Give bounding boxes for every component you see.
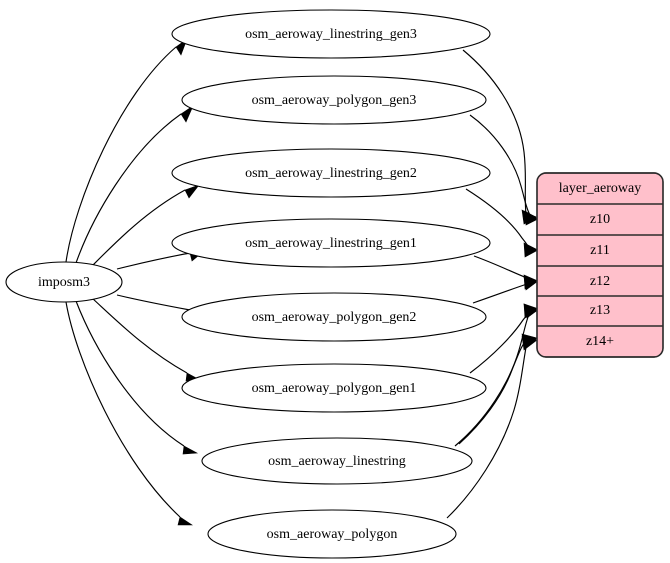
edge-imposm3-to-linestring-gen3 (65, 46, 177, 263)
edge-polygon-gen3-to-z10 (469, 114, 531, 216)
node-polygon-gen1-shape[interactable] (181, 363, 487, 413)
arrowhead-linestring-gen2-to-z11 (523, 242, 539, 258)
node-polygon[interactable]: osm_aeroway_polygon (207, 509, 457, 559)
node-polygon-gen3[interactable]: osm_aeroway_polygon_gen3 (181, 75, 487, 125)
edge-imposm3-to-linestring-gen2 (91, 189, 186, 267)
arrowhead-imposm3-to-linestring-gen2 (184, 184, 200, 199)
layer-aeroway-table[interactable]: layer_aeroway z10 z11 z12 z13 z14+ (536, 172, 664, 358)
node-linestring-gen3[interactable]: osm_aeroway_linestring_gen3 (171, 9, 491, 59)
arrowhead-imposm3-to-polygon-gen3 (180, 105, 194, 123)
edge-linestring-to-z13 (454, 311, 531, 447)
node-imposm3-shape[interactable] (5, 261, 123, 303)
edge-imposm3-to-polygon-gen1 (91, 297, 188, 374)
node-linestring-gen1-shape[interactable] (171, 218, 491, 268)
edge-polygon-gen2-to-z12 (472, 283, 528, 304)
edge-imposm3-to-polygon-gen2 (116, 294, 191, 311)
node-polygon-gen3-shape[interactable] (181, 75, 487, 125)
edge-imposm3-to-linestring (75, 300, 185, 447)
node-linestring-gen3-shape[interactable] (171, 9, 491, 59)
edges-nodes-to-table (446, 49, 540, 519)
edge-polygon-to-z14 (446, 341, 528, 519)
node-linestring-gen2-shape[interactable] (171, 148, 491, 198)
layer-aeroway-table-body[interactable] (536, 172, 664, 358)
edge-linestring-gen1-to-z12 (473, 255, 528, 279)
arrowhead-linestring-to-z13 (523, 303, 540, 319)
node-imposm3[interactable]: imposm3 (5, 261, 123, 303)
arrowhead-imposm3-to-polygon (177, 516, 193, 526)
node-polygon-gen2[interactable]: osm_aeroway_polygon_gen2 (181, 292, 487, 342)
edge-linestring-gen3-to-z10 (462, 49, 527, 215)
node-linestring-shape[interactable] (201, 437, 473, 485)
node-polygon-gen2-shape[interactable] (181, 292, 487, 342)
arrowhead-polygon-gen3-to-z10 (524, 210, 539, 226)
edge-imposm3-to-polygon-gen3 (75, 113, 182, 264)
node-polygon-gen1[interactable]: osm_aeroway_polygon_gen1 (181, 363, 487, 413)
edge-linestring-to-z14 (458, 339, 528, 445)
node-linestring[interactable]: osm_aeroway_linestring (201, 437, 473, 485)
edge-imposm3-to-linestring-gen1 (116, 252, 191, 270)
arrowhead-polygon-to-z14 (521, 335, 538, 351)
arrowhead-imposm3-to-linestring (182, 445, 199, 455)
node-polygon-shape[interactable] (207, 509, 457, 559)
arrowhead-polygon-gen2-to-z12 (523, 276, 539, 291)
layer-aeroway-table-border (536, 172, 664, 358)
node-linestring-gen1[interactable]: osm_aeroway_linestring_gen1 (171, 218, 491, 268)
edge-imposm3-to-polygon (65, 301, 181, 518)
node-linestring-gen2[interactable]: osm_aeroway_linestring_gen2 (171, 148, 491, 198)
